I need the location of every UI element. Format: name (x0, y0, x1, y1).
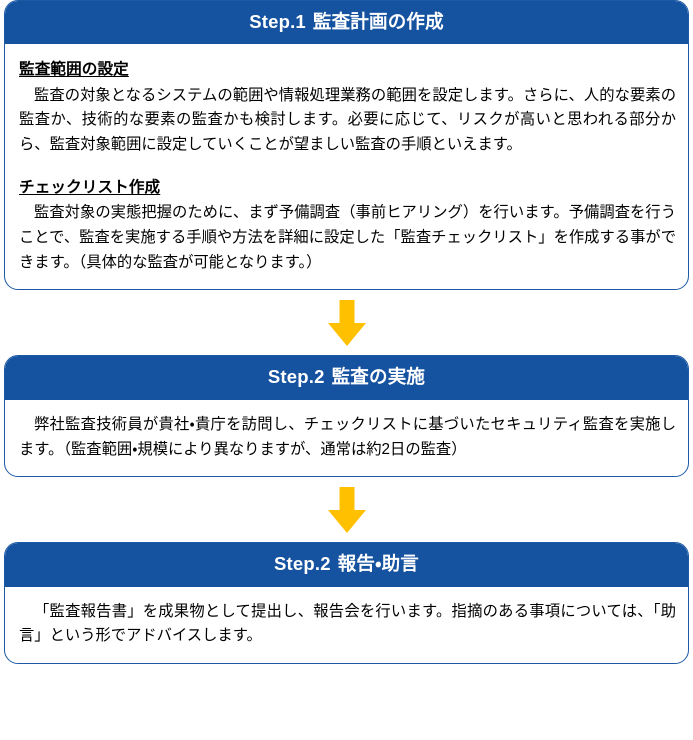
arrow-down-icon (327, 486, 366, 533)
step-body-1: 監査範囲の設定 監査の対象となるシステムの範囲や情報処理業務の範囲を設定します。… (5, 44, 688, 289)
step-card-3: Step.2 報告・助言 「監査報告書」を成果物として提出し、報告会を行います。指… (4, 542, 689, 665)
step-header-2: Step.2 監査の実施 (5, 356, 688, 400)
step-title-3: 報告・助言 (337, 553, 419, 575)
sub-block-checklist: チェックリスト作成 監査対象の実態把握のために、まず予備調査（事前ヒアリング）を… (19, 175, 676, 276)
step-label-3: Step.2 (273, 553, 331, 575)
audit-process-flow: Step.1 監査計画の作成 監査範囲の設定 監査の対象となるシステムの範囲や情報… (0, 0, 693, 665)
sub-heading-scope: 監査範囲の設定 (19, 61, 129, 79)
step-header-3: Step.2 報告・助言 (5, 543, 688, 587)
connector-1 (0, 290, 693, 355)
connector-2 (0, 477, 693, 542)
step-text-2: 弊社監査技術員が貴社・貴庁を訪問し、チェックリストに基づいたセキュリティ監査を実… (19, 415, 676, 458)
arrow-down-icon (327, 299, 366, 346)
sub-heading-checklist: チェックリスト作成 (19, 178, 161, 196)
sub-text-checklist: 監査対象の実態把握のために、まず予備調査（事前ヒアリング）を行います。予備調査を… (19, 204, 676, 271)
step-title-2: 監査の実施 (331, 366, 426, 388)
step-body-2: 弊社監査技術員が貴社・貴庁を訪問し、チェックリストに基づいたセキュリティ監査を実… (5, 400, 688, 477)
step-title-1: 監査計画の作成 (312, 11, 444, 32)
step-text-3: 「監査報告書」を成果物として提出し、報告会を行います。指摘のある事項については、… (19, 602, 676, 645)
step-body-3: 「監査報告書」を成果物として提出し、報告会を行います。指摘のある事項については、… (5, 587, 688, 664)
step-card-1: Step.1 監査計画の作成 監査範囲の設定 監査の対象となるシステムの範囲や情報… (4, 0, 689, 291)
step-header-1: Step.1 監査計画の作成 (5, 1, 688, 45)
sub-block-scope: 監査範囲の設定 監査の対象となるシステムの範囲や情報処理業務の範囲を設定します。… (19, 57, 676, 158)
step-card-2: Step.2 監査の実施 弊社監査技術員が貴社・貴庁を訪問し、チェックリストに基づ… (4, 355, 689, 478)
step-label-2: Step.2 (267, 366, 325, 388)
step-label-1: Step.1 (249, 11, 306, 32)
sub-text-scope: 監査の対象となるシステムの範囲や情報処理業務の範囲を設定します。さらに、人的な要… (19, 86, 676, 154)
